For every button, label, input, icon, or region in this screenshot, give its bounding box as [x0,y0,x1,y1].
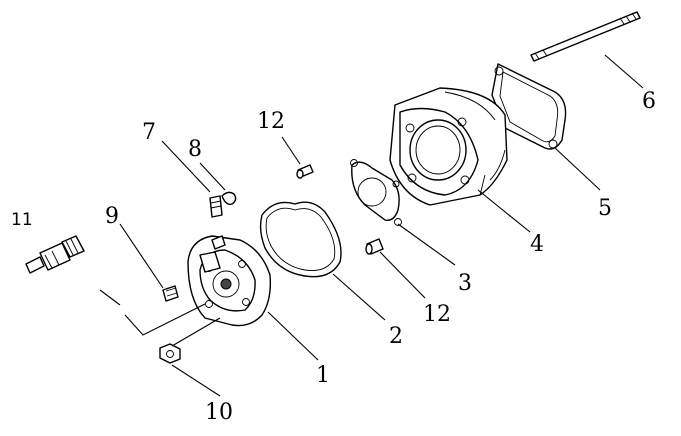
callout-8: 8 [188,137,202,162]
cylinder-head-part-1 [187,235,272,327]
leader-2 [332,273,386,321]
callout-2: 2 [389,324,403,349]
callout-12-upper: 12 [257,109,285,134]
callout-4: 4 [530,232,544,257]
callout-10: 10 [205,400,233,425]
nut-part-10 [159,343,181,364]
nipple-part-7 [209,195,223,218]
exhaust-gasket-part-3 [350,159,402,226]
bolt-part-9 [162,285,179,302]
callout-6: 6 [642,89,656,114]
spark-plug-part-11 [25,235,85,274]
leader-12b [379,251,426,299]
dowel-pin-upper-part-12 [296,164,314,179]
leader-1 [267,311,319,361]
leader-9 [119,223,164,289]
callout-9: 9 [105,204,119,229]
leader-10b [171,317,221,347]
cylinder-part-4 [389,87,508,206]
leader-6 [604,54,644,89]
callout-7: 7 [142,120,156,145]
leader-11b [124,303,206,336]
dowel-pin-lower-part-12 [365,238,384,255]
stud-bolt-part-6 [530,11,641,62]
callout-11: 11 [11,210,33,230]
leader-8 [199,162,226,191]
leader-5 [554,147,601,191]
callout-12-lower: 12 [423,302,451,327]
leader-10 [171,364,221,397]
base-gasket-part-5 [491,63,567,150]
clip-part-8 [221,191,237,206]
head-gasket-part-2 [259,201,342,278]
callout-3: 3 [458,271,472,296]
callout-1: 1 [316,363,330,388]
leader-lines [99,54,644,397]
leader-4 [477,189,531,233]
callout-5: 5 [598,196,612,221]
leader-11a [99,289,121,306]
leader-7 [161,140,211,193]
leader-12a [281,136,301,165]
leader-3 [397,223,456,266]
